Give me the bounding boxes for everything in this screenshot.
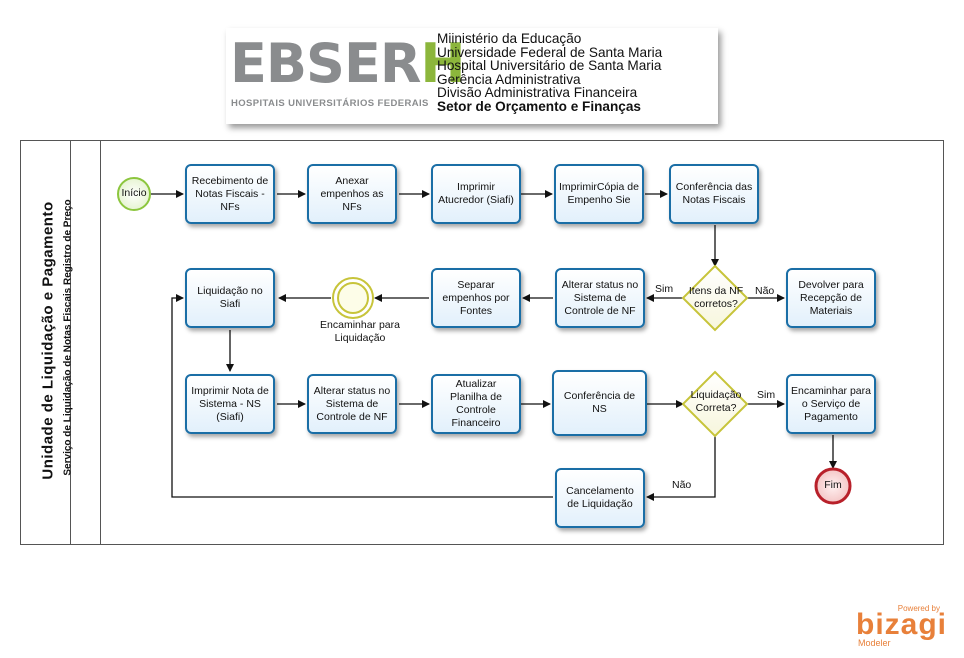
task-encaminhar-pagamento[interactable]: Encaminhar para o Serviço de Pagamento	[786, 374, 876, 434]
task-imprimir-atucredor[interactable]: Imprimir Atucredor (Siafi)	[431, 164, 521, 224]
end-event-label: Fim	[824, 479, 842, 491]
lane-divider	[100, 140, 101, 545]
gateway-itens-label: Itens da NF corretos?	[688, 285, 744, 310]
task-liquidacao-siafi[interactable]: Liquidação no Siafi	[185, 268, 275, 328]
task-recebimento[interactable]: Recebimento de Notas Fiscais - NFs	[185, 164, 275, 224]
start-event-label: Início	[121, 187, 147, 199]
flow-label-yes-liquidacao: Sim	[757, 389, 776, 401]
institution-line: Divisão Administrativa Financeira	[437, 85, 638, 101]
gateway-itens	[681, 264, 749, 332]
end-event	[814, 467, 852, 505]
task-alterar-status-2[interactable]: Alterar status no Sistema de Controle de…	[307, 374, 397, 434]
task-imprimir-ns[interactable]: Imprimir Nota de Sistema - NS (Siafi)	[185, 374, 275, 434]
gateway-liquidacao-label: Liquidação Correta?	[690, 389, 742, 414]
task-cancelamento-liquidacao[interactable]: Cancelamento de Liquidação	[555, 468, 645, 528]
institution-line: Universidade Federal de Santa Maria	[437, 44, 663, 60]
ebserh-logo: EBSERH	[230, 32, 466, 95]
powered-by-text: Powered by	[897, 604, 940, 613]
modeler-text: Modeler	[858, 638, 891, 648]
pool-divider	[70, 140, 71, 545]
task-conferencia-notas[interactable]: Conferência das Notas Fiscais	[669, 164, 759, 224]
intermediate-event-inner	[337, 282, 369, 314]
logo-subtitle: HOSPITAIS UNIVERSITÁRIOS FEDERAIS	[231, 98, 429, 109]
flow-label-no-itens: Não	[755, 285, 775, 297]
task-anexar-empenhos[interactable]: Anexar empenhos as NFs	[307, 164, 397, 224]
flow-label-no-liquidacao: Não	[672, 479, 692, 491]
institution-line: Gerência Administrativa	[437, 71, 581, 87]
task-devolver-recepcao[interactable]: Devolver para Recepção de Materiais	[786, 268, 876, 328]
task-atualizar-planilha[interactable]: Atualizar Planilha de Controle Financeir…	[431, 374, 521, 434]
pool	[20, 140, 944, 545]
institution-lines: Miinistério da Educação Universidade Fed…	[437, 32, 662, 114]
header-logo-box: EBSERH HOSPITAIS UNIVERSITÁRIOS FEDERAIS…	[226, 28, 718, 124]
sector-line: Setor de Orçamento e Finanças	[437, 98, 641, 114]
institution-line: Miinistério da Educação	[437, 31, 582, 46]
task-conferencia-ns[interactable]: Conferência de NS	[552, 370, 647, 436]
task-imprimir-copia-empenho[interactable]: ImprimirCópia de Empenho Sie	[554, 164, 644, 224]
flow-cancelamento-back-to-liquidacao	[171, 294, 553, 498]
flow-gateway-no-cancelamento	[646, 436, 716, 501]
gateway-liquidacao	[681, 370, 749, 438]
task-alterar-status-1[interactable]: Alterar status no Sistema de Controle de…	[555, 268, 645, 328]
bizagi-branding: Powered by bizagi Modeler	[850, 604, 948, 650]
flow-label-yes-itens: Sim	[655, 283, 674, 295]
intermediate-event-label: Encaminhar para Liquidação	[320, 319, 400, 344]
task-separar-empenhos[interactable]: Separar empenhos por Fontes	[431, 268, 521, 328]
start-event	[117, 177, 151, 211]
institution-line: Hospital Universitário de Santa Maria	[437, 58, 662, 74]
bizagi-logo-text: bizagi	[856, 608, 948, 641]
